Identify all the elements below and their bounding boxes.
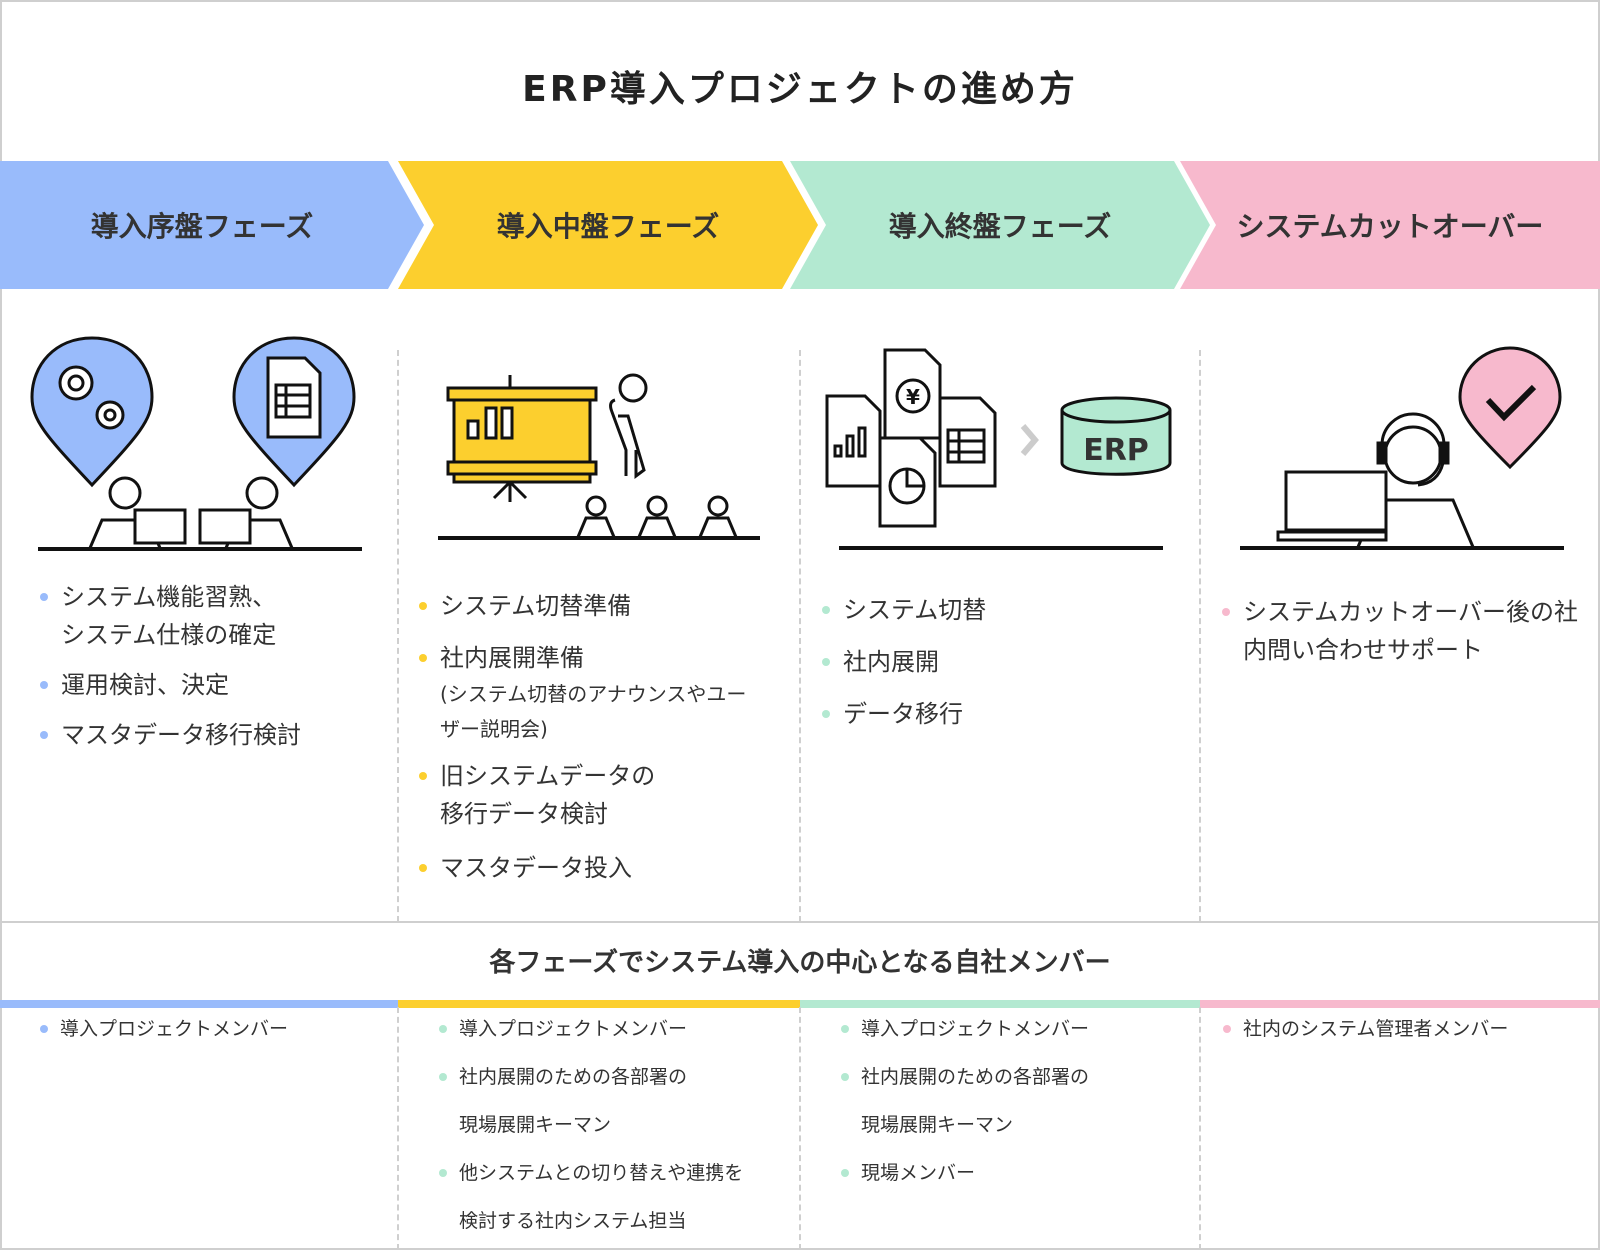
phase-3-color-bar: [800, 1000, 1200, 1008]
member-item: 導入プロジェクトメンバー: [40, 1005, 288, 1053]
diagram-title: ERP導入プロジェクトの進め方: [522, 69, 1078, 110]
column-divider: [799, 1007, 801, 1250]
phase-4-tasks: システムカットオーバー後の社内問い合わせサポート: [1222, 593, 1578, 681]
phase-2-color-bar: [398, 1000, 800, 1008]
phase-2-label: 導入中盤フェーズ: [496, 210, 720, 243]
column-divider: [1199, 1007, 1201, 1250]
member-item: 現場メンバー: [841, 1149, 1089, 1197]
phase-1-color-bar: [0, 1000, 398, 1008]
task-item: 社内展開準備(システム切替のアナウンスやユーザー説明会): [419, 639, 746, 747]
phase-4-color-bar: [1200, 1000, 1600, 1008]
phase-3-members: 導入プロジェクトメンバー 社内展開のための各部署の現場展開キーマン 現場メンバー: [841, 1005, 1089, 1197]
yen-icon: ¥: [906, 385, 920, 409]
support-operator-illustration: [1240, 346, 1564, 550]
phase-1-header: 導入序盤フェーズ: [0, 161, 424, 289]
task-item: データ移行: [822, 695, 986, 733]
task-item: システムカットオーバー後の社内問い合わせサポート: [1222, 593, 1578, 669]
task-item: システム機能習熟、システム仕様の確定: [40, 578, 301, 654]
column-divider: [397, 1007, 399, 1250]
task-item: システム切替準備: [419, 587, 746, 625]
phase-1-label: 導入序盤フェーズ: [90, 210, 314, 243]
column-divider: [397, 350, 399, 922]
phase-3-tasks: システム切替 社内展開 データ移行: [822, 591, 986, 745]
task-item: 運用検討、決定: [40, 666, 301, 704]
task-item: 旧システムデータの移行データ検討: [419, 757, 746, 833]
phase-2-tasks: システム切替準備 社内展開準備(システム切替のアナウンスやユーザー説明会) 旧シ…: [419, 587, 746, 899]
members-title: 各フェーズでシステム導入の中心となる自社メンバー: [489, 948, 1111, 978]
phase-1-members: 導入プロジェクトメンバー: [40, 1005, 288, 1053]
phase-3-header: 導入終盤フェーズ: [790, 161, 1210, 289]
task-item: 社内展開: [822, 643, 986, 681]
member-item: 他システムとの切り替えや連携を検討する社内システム担当: [439, 1149, 743, 1245]
member-item: 導入プロジェクトメンバー: [841, 1005, 1089, 1053]
phase-2-header: 導入中盤フェーズ: [398, 161, 818, 289]
column-divider: [799, 350, 801, 922]
member-item: 社内展開のための各部署の現場展開キーマン: [841, 1053, 1089, 1149]
phase-4-label: システムカットオーバー: [1236, 210, 1544, 243]
task-item: システム切替: [822, 591, 986, 629]
member-item: 社内展開のための各部署の現場展開キーマン: [439, 1053, 743, 1149]
phase-4-header: システムカットオーバー: [1180, 161, 1600, 289]
task-item: マスタデータ移行検討: [40, 716, 301, 754]
member-item: 導入プロジェクトメンバー: [439, 1005, 743, 1053]
phase-4-members: 社内のシステム管理者メンバー: [1223, 1005, 1508, 1053]
member-item: 社内のシステム管理者メンバー: [1223, 1005, 1508, 1053]
task-item: マスタデータ投入: [419, 849, 746, 887]
presentation-illustration: [438, 373, 760, 540]
data-migration-illustration: ¥ ERP: [825, 348, 1172, 550]
phase-2-members: 導入プロジェクトメンバー 社内展開のための各部署の現場展開キーマン 他システムと…: [439, 1005, 743, 1245]
column-divider: [1199, 350, 1201, 922]
erp-label: ERP: [1083, 433, 1149, 468]
team-meeting-illustration: [30, 336, 362, 551]
section-divider: [0, 921, 1600, 923]
phase-1-tasks: システム機能習熟、システム仕様の確定 運用検討、決定 マスタデータ移行検討: [40, 578, 301, 766]
phase-3-label: 導入終盤フェーズ: [888, 210, 1112, 243]
